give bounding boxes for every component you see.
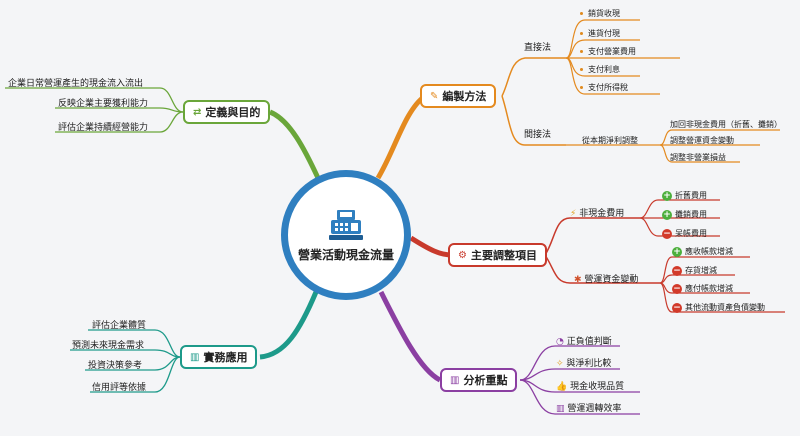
indirect-item[interactable]: 加回非現金費用（折舊、攤銷） xyxy=(670,120,782,129)
indirect-item[interactable]: 調整非營業損益 xyxy=(670,153,726,162)
pie-chart-icon: ◔ xyxy=(556,337,564,347)
definition-item[interactable]: 企業日常營運產生的現金流入流出 xyxy=(8,79,144,89)
branch-analysis[interactable]: ▥ 分析重點 xyxy=(440,368,518,392)
branch-adjust[interactable]: ⚙ 主要調整項目 xyxy=(448,243,547,267)
indirect-sub[interactable]: 從本期淨利調整 xyxy=(582,136,638,145)
practice-item[interactable]: 評估企業體質 xyxy=(92,321,147,331)
definition-item[interactable]: 評估企業持續經營能力 xyxy=(58,123,149,133)
branch-practice-label: 實務應用 xyxy=(203,351,248,364)
noncash-item[interactable]: −呆帳費用 xyxy=(662,228,707,239)
minus-icon: − xyxy=(672,265,682,276)
sparkle-icon: ✧ xyxy=(556,359,564,369)
branch-adjust-label: 主要調整項目 xyxy=(470,249,537,262)
analysis-item[interactable]: 👍 現金收現品質 xyxy=(556,382,625,392)
minus-icon: − xyxy=(672,283,682,294)
lightning-icon: ⚡ xyxy=(570,209,577,219)
direct-item[interactable]: 銷貨收現 xyxy=(580,8,620,20)
analysis-item[interactable]: ▥ 營運週轉效率 xyxy=(556,404,622,414)
thumbs-up-icon: 👍 xyxy=(556,382,568,392)
working-item[interactable]: +應收帳款增減 xyxy=(672,246,733,257)
adjust-noncash[interactable]: ⚡ 非現金費用 xyxy=(570,209,625,219)
analysis-item[interactable]: ✧ 與淨利比較 xyxy=(556,359,612,369)
direct-item[interactable]: 進貨付現 xyxy=(580,28,620,40)
central-topic-title: 營業活動現金流量 xyxy=(297,247,394,262)
direct-item[interactable]: 支付營業費用 xyxy=(580,46,636,58)
gears-icon: ⚙ xyxy=(458,249,467,261)
bar-chart-icon: ▥ xyxy=(450,374,460,386)
branch-method[interactable]: ✎ 編製方法 xyxy=(420,84,497,108)
central-topic[interactable]: 營業活動現金流量 xyxy=(281,170,411,300)
branch-method-label: 編製方法 xyxy=(442,90,487,103)
exchange-arrows-icon: ⇄ xyxy=(193,106,202,118)
working-item[interactable]: −存貨增減 xyxy=(672,265,717,276)
bar-chart-icon: ▥ xyxy=(556,404,565,414)
minus-icon: − xyxy=(662,228,672,239)
bar-chart-icon: ▥ xyxy=(190,351,200,363)
branch-analysis-label: 分析重點 xyxy=(463,374,508,387)
analysis-item[interactable]: ◔ 正負值判斷 xyxy=(556,337,612,347)
direct-item[interactable]: 支付利息 xyxy=(580,64,620,76)
noncash-item[interactable]: +折舊費用 xyxy=(662,190,707,201)
branch-definition[interactable]: ⇄ 定義與目的 xyxy=(183,100,271,124)
plus-icon: + xyxy=(672,246,682,257)
noncash-item[interactable]: +攤銷費用 xyxy=(662,209,707,220)
practice-item[interactable]: 預測未來現金需求 xyxy=(72,341,145,351)
adjust-working[interactable]: ✱ 營運資金變動 xyxy=(574,275,639,285)
minus-icon: − xyxy=(672,302,682,313)
method-indirect[interactable]: 間接法 xyxy=(524,130,552,140)
method-direct[interactable]: 直接法 xyxy=(524,43,552,53)
practice-item[interactable]: 信用評等依據 xyxy=(92,383,147,393)
definition-item[interactable]: 反映企業主要獲利能力 xyxy=(58,99,149,109)
branch-definition-label: 定義與目的 xyxy=(205,106,261,119)
edit-document-icon: ✎ xyxy=(430,90,439,102)
practice-item[interactable]: 投資決策參考 xyxy=(88,361,143,371)
cash-register-icon xyxy=(329,209,363,240)
indirect-item[interactable]: 調整營運資金變動 xyxy=(670,136,734,145)
working-item[interactable]: −其他流動資產負債變動 xyxy=(672,302,765,313)
working-item[interactable]: −應付帳款增減 xyxy=(672,283,733,294)
gear-icon: ✱ xyxy=(574,275,582,285)
plus-icon: + xyxy=(662,190,672,201)
branch-practice[interactable]: ▥ 實務應用 xyxy=(180,345,258,369)
plus-icon: + xyxy=(662,209,672,220)
direct-item[interactable]: 支付所得稅 xyxy=(580,82,628,94)
